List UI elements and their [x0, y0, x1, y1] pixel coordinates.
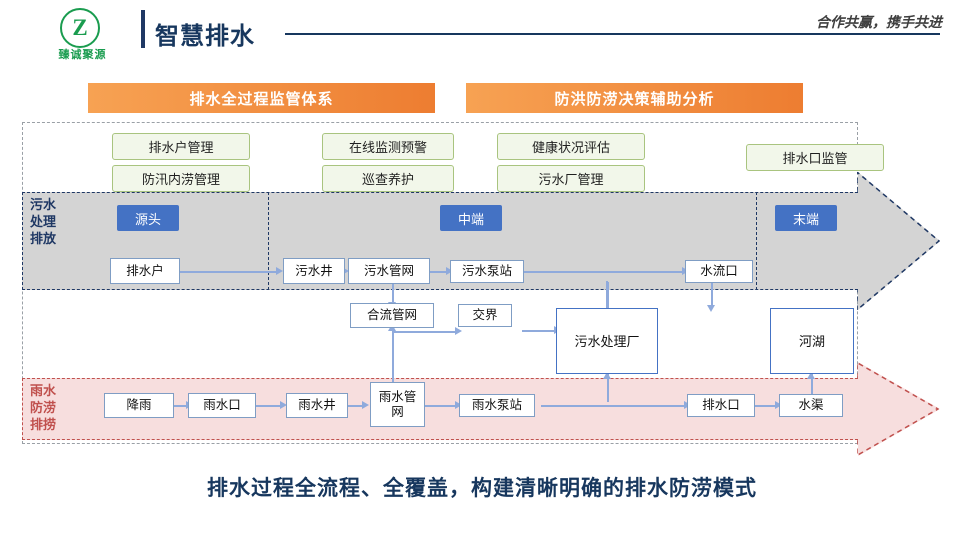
arrow-up-plant [603, 372, 611, 379]
connector-wushuiguanwang-to-wushuibengzhan [430, 271, 448, 273]
node-wushuichuliuchang: 污水处理厂 [556, 308, 658, 374]
connector-yushuibengzhan-to-paishuikou [541, 405, 686, 407]
function-box-zaixian-jiance: 在线监测预警 [322, 133, 454, 160]
arrow-to-wushuijing [276, 267, 283, 275]
node-yushuiguanwang: 雨水管网 [370, 382, 425, 427]
page-title: 智慧排水 [155, 23, 255, 50]
node-yushuibengzhan: 雨水泵站 [459, 394, 535, 417]
node-jiangyu: 降雨 [104, 393, 174, 418]
node-wushuijing: 污水井 [283, 258, 345, 284]
sewage-band-label-line-2: 处理 [30, 214, 57, 229]
storm-band-label: 雨水 防涝 排捞 [30, 382, 56, 433]
connector-paishuihu-to-wushuijing [180, 271, 278, 273]
arrow-to-wushuiguanwang [342, 267, 349, 275]
function-box-fangxun-neilao: 防汛内涝管理 [112, 165, 250, 192]
storm-band-border [22, 378, 858, 440]
sewage-band-arrow-tip [858, 172, 940, 310]
connector-plant-vertical [606, 281, 608, 309]
sewage-band-label-line-1: 污水 [30, 197, 57, 212]
node-jiaojie: 交界 [458, 304, 512, 327]
stage-chip-source: 源头 [117, 205, 179, 231]
function-box-paishuikou-jianguan: 排水口监管 [746, 144, 884, 171]
node-paishuihu: 排水户 [110, 258, 180, 284]
title-rule [285, 33, 940, 35]
connector-wushuibengzhan-to-shuiliukou [524, 271, 684, 273]
bottom-caption: 排水过程全流程、全覆盖，构建清晰明确的排水防涝模式 [207, 477, 757, 500]
arrow-to-wushuibengzhan [446, 267, 453, 275]
storm-band-label-line-1: 雨水 [30, 383, 57, 398]
arrow-to-yushuibengzhan [455, 401, 462, 409]
connector-shuiliukou-to-hehu [711, 282, 713, 308]
banner-supervision: 排水全过程监管体系 [88, 83, 435, 113]
storm-band-label-line-2: 防涝 [30, 400, 57, 415]
connector-yushuiguanwang-to-yushuibengzhan [425, 405, 457, 407]
connector-yushuijing-to-yushuiguanwang [348, 405, 364, 407]
node-paishuikou: 排水口 [687, 394, 755, 417]
arrow-to-hehu [707, 305, 715, 312]
storm-band-label-line-3: 排捞 [30, 417, 57, 432]
logo: Z 臻诚聚源 [40, 8, 125, 61]
connector-jiangyu-to-yushuikou [174, 405, 188, 407]
function-box-jiankang-pinggu: 健康状况评估 [497, 133, 645, 160]
sewage-band-border [22, 192, 858, 290]
connector-wushuiguanwang-to-heliuguanwang [392, 282, 394, 304]
banner-flood-analysis: 防洪防涝决策辅助分析 [466, 83, 803, 113]
slogan: 合作共赢，携手共进 [816, 14, 942, 30]
connector-plant-down [607, 374, 609, 402]
node-heliuguanwang: 合流管网 [350, 303, 434, 328]
connector-yushuiguanwang-to-heliuguanwang [392, 331, 394, 409]
node-wushuibengzhan: 污水泵站 [450, 260, 524, 283]
logo-letter: Z [72, 15, 88, 40]
node-hehu: 河湖 [770, 308, 854, 374]
sewage-band-tip-border [857, 172, 940, 310]
connector-shuiqu-to-hehu [811, 374, 813, 402]
stage-chip-end: 末端 [775, 205, 837, 231]
stage-chip-middle: 中端 [440, 205, 502, 231]
logo-text: 臻诚聚源 [58, 49, 107, 61]
connector-wushuibengzhan-down-to-plant [607, 282, 609, 308]
logo-icon: Z [60, 8, 100, 48]
arrow-to-yushuiguanwang [362, 401, 369, 409]
storm-band-tip-border [857, 362, 939, 456]
title-accent-bar [141, 10, 145, 48]
separator-middle-end [756, 192, 757, 290]
function-box-xuncha-yanghu: 巡查养护 [322, 165, 454, 192]
sewage-band-label-line-3: 排放 [30, 231, 57, 246]
node-yushuijing: 雨水井 [286, 393, 348, 418]
arrow-to-shuiqu [775, 401, 782, 409]
connector-yushuikou-to-yushuijing [256, 405, 282, 407]
separator-source-middle [268, 192, 269, 290]
arrow-to-jiaojie [455, 327, 462, 335]
function-box-paishuihu-guanli: 排水户管理 [112, 133, 250, 160]
node-shuiqu: 水渠 [779, 394, 843, 417]
function-box-wushuichang-guanli: 污水厂管理 [497, 165, 645, 192]
connector-heliuguanwang-to-jiaojie [392, 331, 458, 333]
connector-paishuikou-to-shuiqu [743, 405, 777, 407]
connector-jiaojie-to-plant [522, 330, 558, 332]
storm-band-arrow-tip [858, 362, 940, 456]
arrow-up-hehu [807, 372, 815, 379]
sewage-band-label: 污水 处理 排放 [30, 196, 56, 247]
node-yushuikou-left: 雨水口 [188, 393, 256, 418]
node-shuiliukou: 水流口 [685, 260, 753, 283]
node-wushuiguanwang: 污水管网 [348, 258, 430, 284]
arrow-to-yushuijing [280, 401, 287, 409]
